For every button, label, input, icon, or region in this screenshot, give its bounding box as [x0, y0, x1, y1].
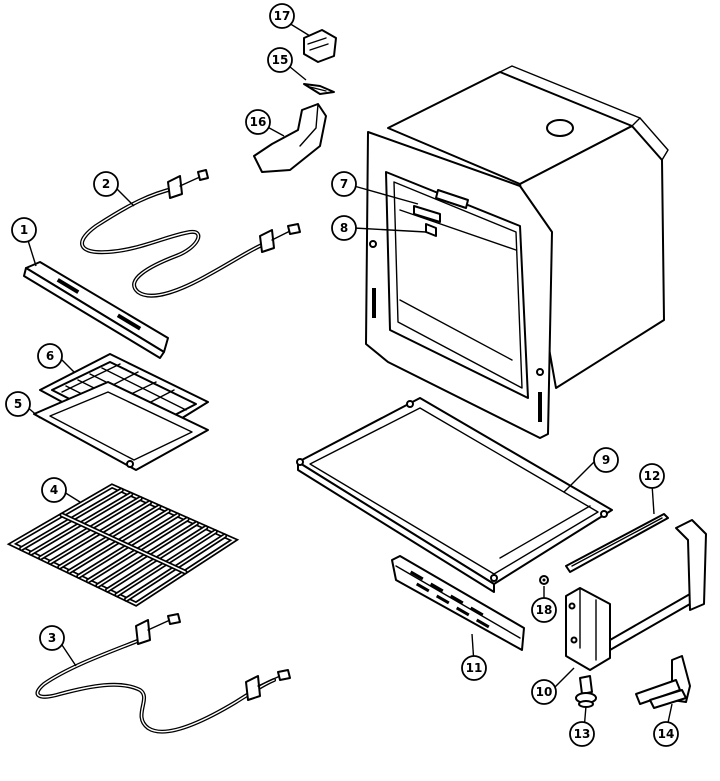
part-9-bottom-tray — [296, 397, 613, 593]
part-12-strip — [565, 513, 669, 573]
callout-16: 16 — [245, 109, 271, 135]
part-15-gasket — [303, 83, 335, 95]
callout-18-label: 18 — [536, 603, 553, 617]
callout-10-label: 10 — [536, 685, 553, 699]
callout-14: 14 — [653, 721, 679, 747]
part-14-bracket — [635, 655, 691, 709]
callout-3: 3 — [39, 625, 65, 651]
callout-16-label: 16 — [250, 115, 267, 129]
part-16-duct — [253, 103, 327, 173]
part-11-vent-panel — [391, 555, 525, 651]
callout-14-label: 14 — [658, 727, 675, 741]
callout-12-label: 12 — [644, 469, 661, 483]
part-17-block — [303, 29, 337, 63]
callout-6-label: 6 — [46, 349, 54, 363]
leader-lines — [25, 19, 673, 733]
callout-9: 9 — [593, 447, 619, 473]
callout-11: 11 — [461, 655, 487, 681]
callout-3-label: 3 — [48, 631, 56, 645]
callout-8: 8 — [331, 215, 357, 241]
callout-10: 10 — [531, 679, 557, 705]
callout-13-label: 13 — [574, 727, 591, 741]
callout-17-label: 17 — [274, 9, 291, 23]
part-3-bake-element — [35, 613, 291, 734]
part-10-drawer-bracket — [565, 519, 707, 671]
callout-9-label: 9 — [602, 453, 610, 467]
callout-4: 4 — [41, 477, 67, 503]
callout-13: 13 — [569, 721, 595, 747]
callout-1: 1 — [11, 217, 37, 243]
callout-1-label: 1 — [20, 223, 28, 237]
part-1-rail — [23, 261, 169, 359]
part-13-leveling-leg — [575, 675, 597, 708]
part-8-bracket — [425, 223, 437, 237]
part-4-oven-rack — [6, 483, 240, 607]
oven-cavity — [365, 65, 669, 439]
callout-6: 6 — [37, 343, 63, 369]
callout-5-label: 5 — [14, 397, 22, 411]
callout-7: 7 — [331, 171, 357, 197]
rack-crossbar — [61, 514, 186, 573]
callout-17: 17 — [269, 3, 295, 29]
callout-15: 15 — [267, 47, 293, 73]
part-2-broil-element — [80, 169, 301, 298]
callout-7-label: 7 — [340, 177, 348, 191]
callout-18: 18 — [531, 597, 557, 623]
callout-2: 2 — [93, 171, 119, 197]
callout-2-label: 2 — [102, 177, 110, 191]
part-18-grommet — [539, 575, 549, 585]
part-7-plate — [413, 205, 441, 223]
callout-5: 5 — [5, 391, 31, 417]
callout-4-label: 4 — [50, 483, 58, 497]
callout-8-label: 8 — [340, 221, 348, 235]
callout-12: 12 — [639, 463, 665, 489]
callout-11-label: 11 — [466, 661, 483, 675]
callout-15-label: 15 — [272, 53, 289, 67]
callouts: 17 15 16 2 1 6 5 4 — [5, 3, 679, 747]
part-5-broil-pan — [33, 381, 209, 471]
